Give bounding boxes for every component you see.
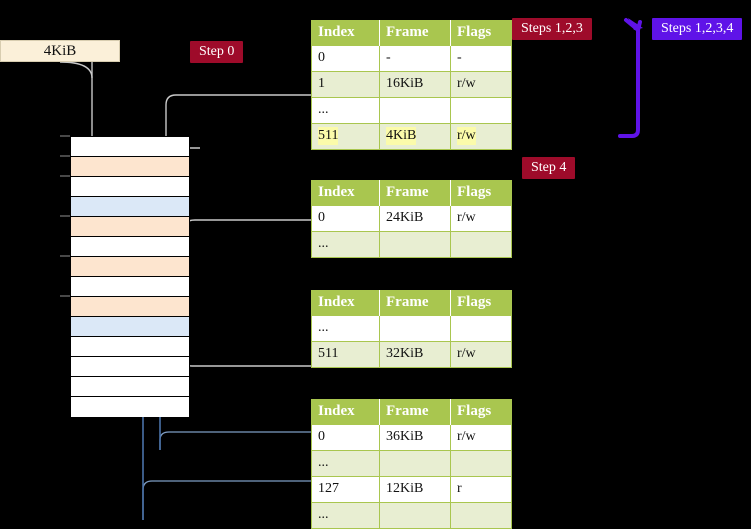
cell-frame: 12KiB	[386, 481, 424, 496]
table-row: 0 36KiB r/w	[311, 424, 512, 451]
cell-index: ...	[318, 507, 329, 522]
badge-steps-1234-label: Steps 1,2,3,4	[661, 21, 734, 36]
column-header-index: Index	[311, 180, 380, 206]
badge-step-4: Step 4	[522, 157, 576, 179]
memory-frame-row	[71, 237, 189, 257]
column-header-index: Index	[311, 399, 380, 425]
cell-index: ...	[318, 102, 329, 117]
column-header-frame: Frame	[379, 399, 451, 425]
cell-index: ...	[318, 236, 329, 251]
cell-frame: 24KiB	[386, 210, 424, 225]
memory-frame-row	[71, 377, 189, 397]
column-header-index: Index	[311, 20, 380, 46]
cell-index: 1	[318, 76, 325, 91]
badge-step-0-label: Step 0	[199, 44, 235, 59]
memory-frame-row	[71, 257, 189, 277]
table-row: 511 32KiB r/w	[311, 341, 512, 368]
table-row: 127 12KiB r	[311, 476, 512, 503]
page-table-pdpt: Index Frame Flags 0 24KiB r/w ...	[311, 180, 512, 258]
memory-frame-row	[71, 137, 189, 157]
cell-index: 0	[318, 429, 325, 444]
cell-flags: r/w	[457, 76, 476, 91]
memory-frame-row	[71, 397, 189, 417]
cell-frame: 4KiB	[386, 127, 417, 145]
table-header-row: Index Frame Flags	[311, 290, 512, 316]
memory-frame-row	[71, 157, 189, 177]
table-row: ...	[311, 231, 512, 258]
cell-flags: r/w	[457, 210, 476, 225]
cell-index: 0	[318, 50, 325, 65]
column-header-flags: Flags	[450, 180, 512, 206]
cell-index: ...	[318, 320, 329, 335]
table-row: ...	[311, 97, 512, 124]
memory-frame-row	[71, 297, 189, 317]
table-header-row: Index Frame Flags	[311, 180, 512, 206]
badge-steps-1234: Steps 1,2,3,4	[652, 18, 743, 40]
page-table-pml4: Index Frame Flags 0 - - 1 16KiB r/w ...	[311, 20, 512, 150]
memory-size-label-text: 4KiB	[43, 43, 77, 59]
page-table-pd: Index Frame Flags ... 511 32KiB r/w	[311, 290, 512, 368]
cell-frame: 36KiB	[386, 429, 424, 444]
physical-memory-grid	[70, 136, 190, 417]
table-row: 0 24KiB r/w	[311, 205, 512, 232]
table-header-row: Index Frame Flags	[311, 399, 512, 425]
cell-flags: -	[457, 50, 462, 65]
cell-frame: 32KiB	[386, 346, 424, 361]
grid-tick-marks	[60, 135, 70, 297]
column-header-flags: Flags	[450, 399, 512, 425]
memory-size-label: 4KiB	[0, 40, 120, 62]
cell-index: 511	[318, 346, 339, 361]
memory-frame-row	[71, 357, 189, 377]
cell-index: 0	[318, 210, 325, 225]
memory-frame-row	[71, 197, 189, 217]
memory-frame-row	[71, 277, 189, 297]
column-header-frame: Frame	[379, 290, 451, 316]
cell-index: 511	[318, 127, 339, 145]
column-header-flags: Flags	[450, 290, 512, 316]
column-header-frame: Frame	[379, 180, 451, 206]
wire-frame-up-b	[171, 305, 311, 367]
table-row: ...	[311, 502, 512, 529]
table-header-row: Index Frame Flags	[311, 20, 512, 46]
cell-frame: 16KiB	[386, 76, 424, 91]
badge-steps-123: Steps 1,2,3	[512, 18, 592, 40]
column-header-index: Index	[311, 290, 380, 316]
column-header-frame: Frame	[379, 20, 451, 46]
cell-flags: r/w	[457, 346, 476, 361]
column-header-flags: Flags	[450, 20, 512, 46]
page-table-pt: Index Frame Flags 0 36KiB r/w ... 127 12…	[311, 399, 512, 529]
memory-frame-row	[71, 177, 189, 197]
cell-flags: r/w	[457, 429, 476, 444]
table-row: ...	[311, 315, 512, 342]
badge-steps-123-label: Steps 1,2,3	[521, 21, 583, 36]
cell-flags: r/w	[457, 127, 476, 145]
table-row: ...	[311, 450, 512, 477]
badge-step-4-label: Step 4	[531, 160, 567, 175]
badge-step-0: Step 0	[190, 41, 244, 63]
violet-bracket-arrow	[618, 18, 643, 138]
memory-frame-row	[71, 317, 189, 337]
memory-frame-row	[71, 337, 189, 357]
cell-index: ...	[318, 455, 329, 470]
cell-index: 127	[318, 481, 339, 496]
memory-frame-row	[71, 217, 189, 237]
cell-flags: r	[457, 481, 462, 496]
table-row: 511 4KiB r/w	[311, 123, 512, 150]
wire-table2-to-frame	[181, 219, 311, 253]
table-row: 1 16KiB r/w	[311, 71, 512, 98]
cell-frame: -	[386, 50, 391, 65]
table-row: 0 - -	[311, 45, 512, 72]
